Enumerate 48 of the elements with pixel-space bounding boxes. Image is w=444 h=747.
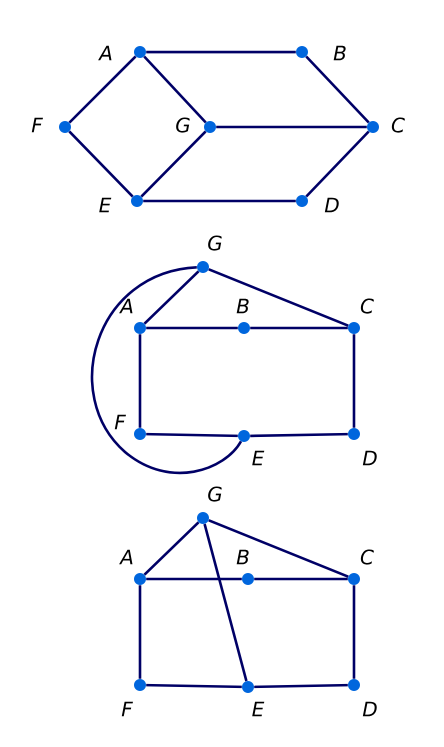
graph-edge: [250, 432, 348, 438]
vertex-label: B: [334, 46, 346, 60]
graph-edge: [146, 684, 242, 688]
graph-edge: [216, 126, 367, 128]
graph-edge: [68, 55, 137, 124]
graph-edge: [305, 56, 370, 124]
graph-edge: [352, 334, 356, 428]
graph-edge: [146, 326, 238, 330]
graph-edge: [305, 130, 370, 198]
vertex-label: E: [252, 450, 264, 466]
graph-edge: [203, 524, 248, 682]
graph-edge: [138, 585, 142, 679]
graph-edge: [143, 56, 207, 124]
vertex-label: A: [119, 298, 132, 314]
graph-edge: [146, 578, 242, 580]
vertex-label: A: [119, 550, 132, 564]
vertex-label: G: [208, 486, 222, 502]
vertex-label: G: [208, 235, 222, 251]
vertex-label: D: [324, 198, 339, 212]
graph-edge: [68, 130, 134, 198]
vertex-label: E: [99, 198, 112, 212]
vertex-label: D: [362, 450, 377, 466]
vertex-label: C: [360, 298, 374, 314]
graph-edge: [254, 684, 348, 688]
vertex-label: E: [252, 702, 264, 716]
graph-edge: [250, 326, 348, 330]
vertex-label: C: [392, 117, 405, 133]
graph-edge: [143, 200, 296, 202]
graph-edge: [208, 519, 349, 578]
vertex-label: F: [114, 414, 126, 430]
graph-edge: [144, 521, 200, 576]
vertex-label: G: [176, 117, 190, 133]
graph-edge: [146, 432, 238, 438]
graph-edge: [352, 585, 356, 679]
graph-edge: [144, 270, 200, 325]
vertex-label: C: [360, 549, 374, 565]
graph-edge: [208, 268, 349, 327]
vertex-label: B: [236, 298, 249, 314]
vertex-label: D: [362, 702, 377, 716]
vertex-label: F: [122, 702, 133, 716]
graph-edge: [138, 334, 142, 428]
vertex-label: A: [98, 46, 112, 60]
graph-edge: [146, 50, 296, 54]
graph-edge: [254, 578, 348, 580]
vertex-label: B: [236, 550, 249, 564]
graph-edge: [90, 266, 242, 474]
vertex-label: F: [32, 118, 43, 132]
graph-edge: [140, 130, 207, 198]
